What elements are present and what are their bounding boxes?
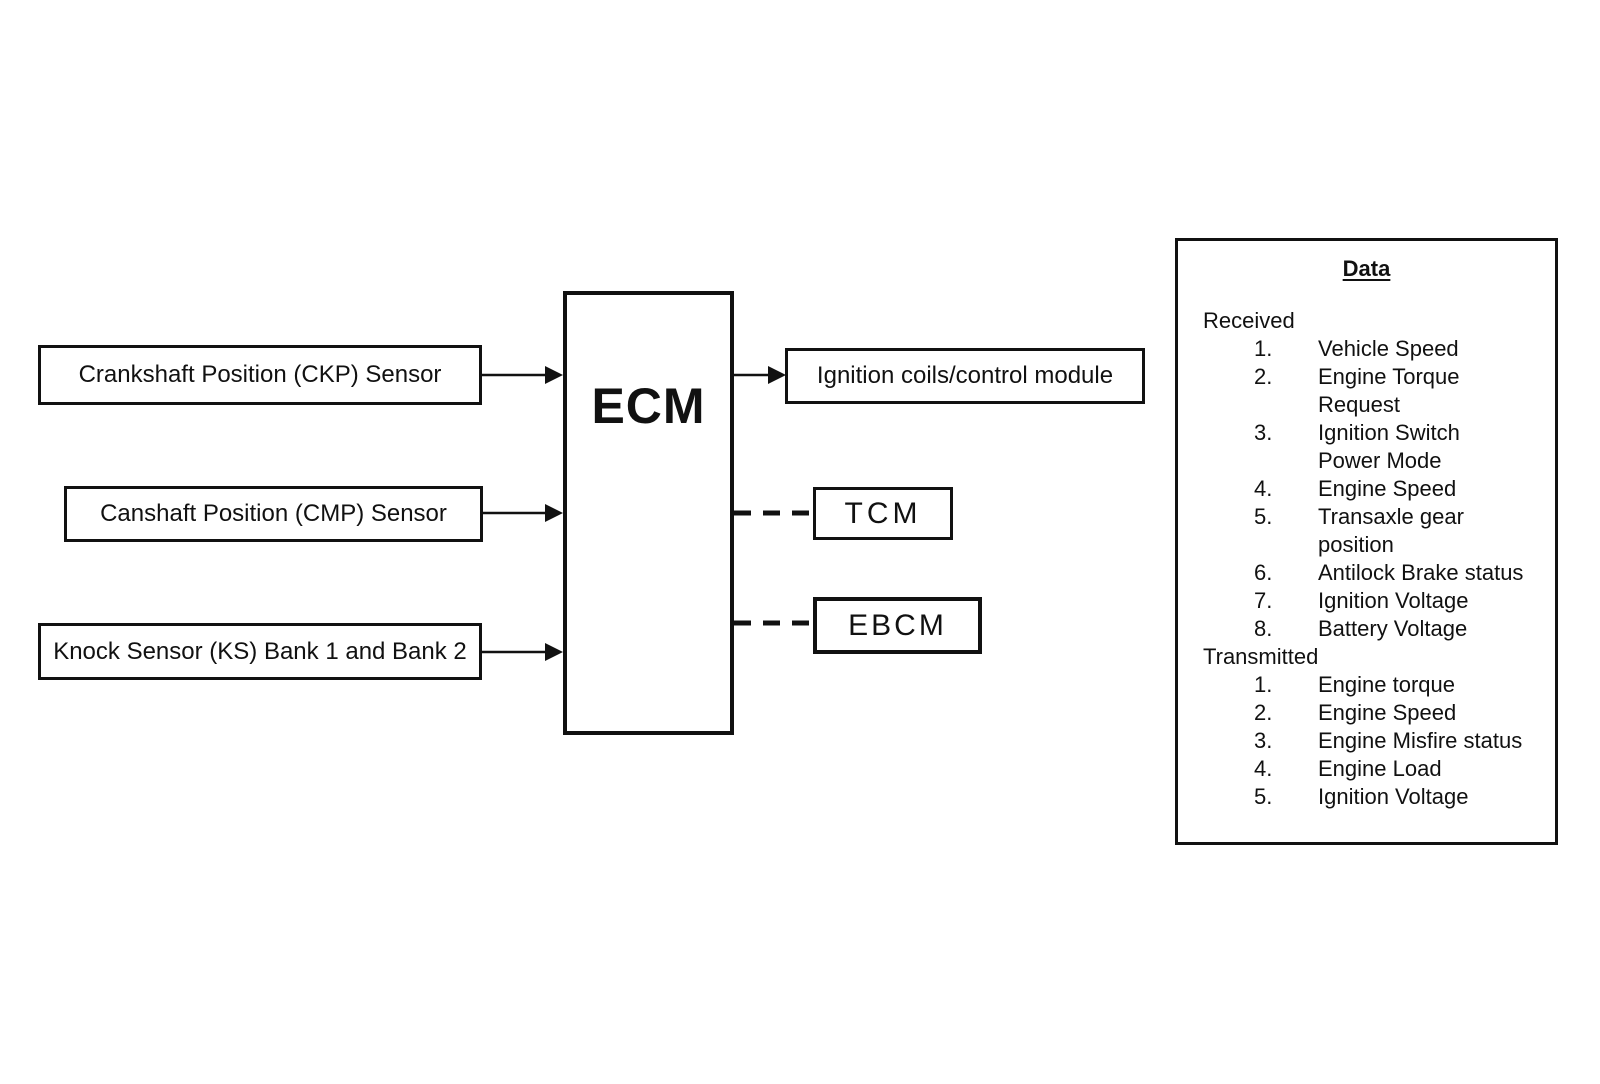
item-text: Engine Speed — [1318, 700, 1457, 725]
item-number: 2. — [1254, 364, 1273, 389]
item-number: 4. — [1254, 756, 1273, 781]
ckp-sensor-box: Crankshaft Position (CKP) Sensor — [38, 345, 482, 405]
received-item: 2. Engine Torque Request — [1178, 363, 1555, 419]
received-item: 5. Transaxle gear position — [1178, 503, 1555, 559]
received-section-heading: Received — [1203, 308, 1295, 333]
item-text: Engine Speed — [1318, 476, 1457, 501]
cmp-to-ecm-arrow — [483, 504, 563, 522]
ebcm-box: EBCM — [813, 597, 982, 654]
item-text: Antilock Brake status — [1318, 560, 1524, 585]
transmitted-item: 3. Engine Misfire status — [1178, 727, 1555, 755]
received-item: 3. Ignition Switch Power Mode — [1178, 419, 1555, 475]
transmitted-item: 2. Engine Speed — [1178, 699, 1555, 727]
received-item: 4. Engine Speed — [1178, 475, 1555, 503]
ks-to-ecm-arrow — [482, 643, 563, 661]
item-number: 5. — [1254, 784, 1273, 809]
ks-arrowhead-icon — [545, 643, 563, 661]
item-number: 1. — [1254, 336, 1273, 361]
ecm-to-ignition-arrow — [734, 366, 786, 384]
ecm-label: ECM — [591, 378, 706, 434]
tcm-box: TCM — [813, 487, 953, 540]
item-text: Engine torque — [1318, 672, 1455, 697]
item-text: Engine Load — [1318, 756, 1442, 781]
item-number: 8. — [1254, 616, 1273, 641]
received-item: 8. Battery Voltage — [1178, 615, 1555, 643]
item-text: Engine Torque Request — [1318, 364, 1460, 417]
transmitted-item: 5. Ignition Voltage — [1178, 783, 1555, 811]
received-item: 1. Vehicle Speed — [1178, 335, 1555, 363]
ignition-coils-box: Ignition coils/control module — [785, 348, 1145, 404]
item-number: 3. — [1254, 728, 1273, 753]
item-text: Vehicle Speed — [1318, 336, 1459, 361]
item-text: Ignition Voltage — [1318, 784, 1469, 809]
item-number: 1. — [1254, 672, 1273, 697]
received-item: 7. Ignition Voltage — [1178, 587, 1555, 615]
received-item: 6. Antilock Brake status — [1178, 559, 1555, 587]
data-panel-title: Data — [1342, 256, 1391, 281]
item-text: Battery Voltage — [1318, 616, 1468, 641]
data-panel: Data Received 1. Vehicle Speed 2. Engine… — [1175, 238, 1558, 845]
transmitted-section-heading: Transmitted — [1203, 644, 1319, 669]
transmitted-item: 4. Engine Load — [1178, 755, 1555, 783]
item-number: 5. — [1254, 504, 1273, 529]
ckp-to-ecm-arrow — [482, 366, 563, 384]
knock-sensor-box: Knock Sensor (KS) Bank 1 and Bank 2 — [38, 623, 482, 680]
item-number: 6. — [1254, 560, 1273, 585]
cmp-sensor-box: Canshaft Position (CMP) Sensor — [64, 486, 483, 542]
ecm-box: ECM — [563, 291, 734, 735]
item-number: 4. — [1254, 476, 1273, 501]
item-number: 2. — [1254, 700, 1273, 725]
ckp-sensor-label: Crankshaft Position (CKP) Sensor — [78, 361, 442, 388]
knock-sensor-label: Knock Sensor (KS) Bank 1 and Bank 2 — [53, 637, 467, 665]
tcm-label: TCM — [844, 496, 922, 530]
ckp-arrowhead-icon — [545, 366, 563, 384]
ebcm-label: EBCM — [848, 608, 947, 642]
item-text: Engine Misfire status — [1318, 728, 1523, 753]
item-number: 3. — [1254, 420, 1273, 445]
transmitted-item: 1. Engine torque — [1178, 671, 1555, 699]
item-number: 7. — [1254, 588, 1273, 613]
item-text: Ignition Voltage — [1318, 588, 1469, 613]
ignition-coils-label: Ignition coils/control module — [816, 362, 1114, 389]
cmp-sensor-label: Canshaft Position (CMP) Sensor — [100, 500, 447, 527]
ignition-arrowhead-icon — [768, 366, 786, 384]
item-text: Ignition Switch Power Mode — [1318, 420, 1460, 473]
item-text: Transaxle gear position — [1318, 504, 1464, 557]
cmp-arrowhead-icon — [545, 504, 563, 522]
